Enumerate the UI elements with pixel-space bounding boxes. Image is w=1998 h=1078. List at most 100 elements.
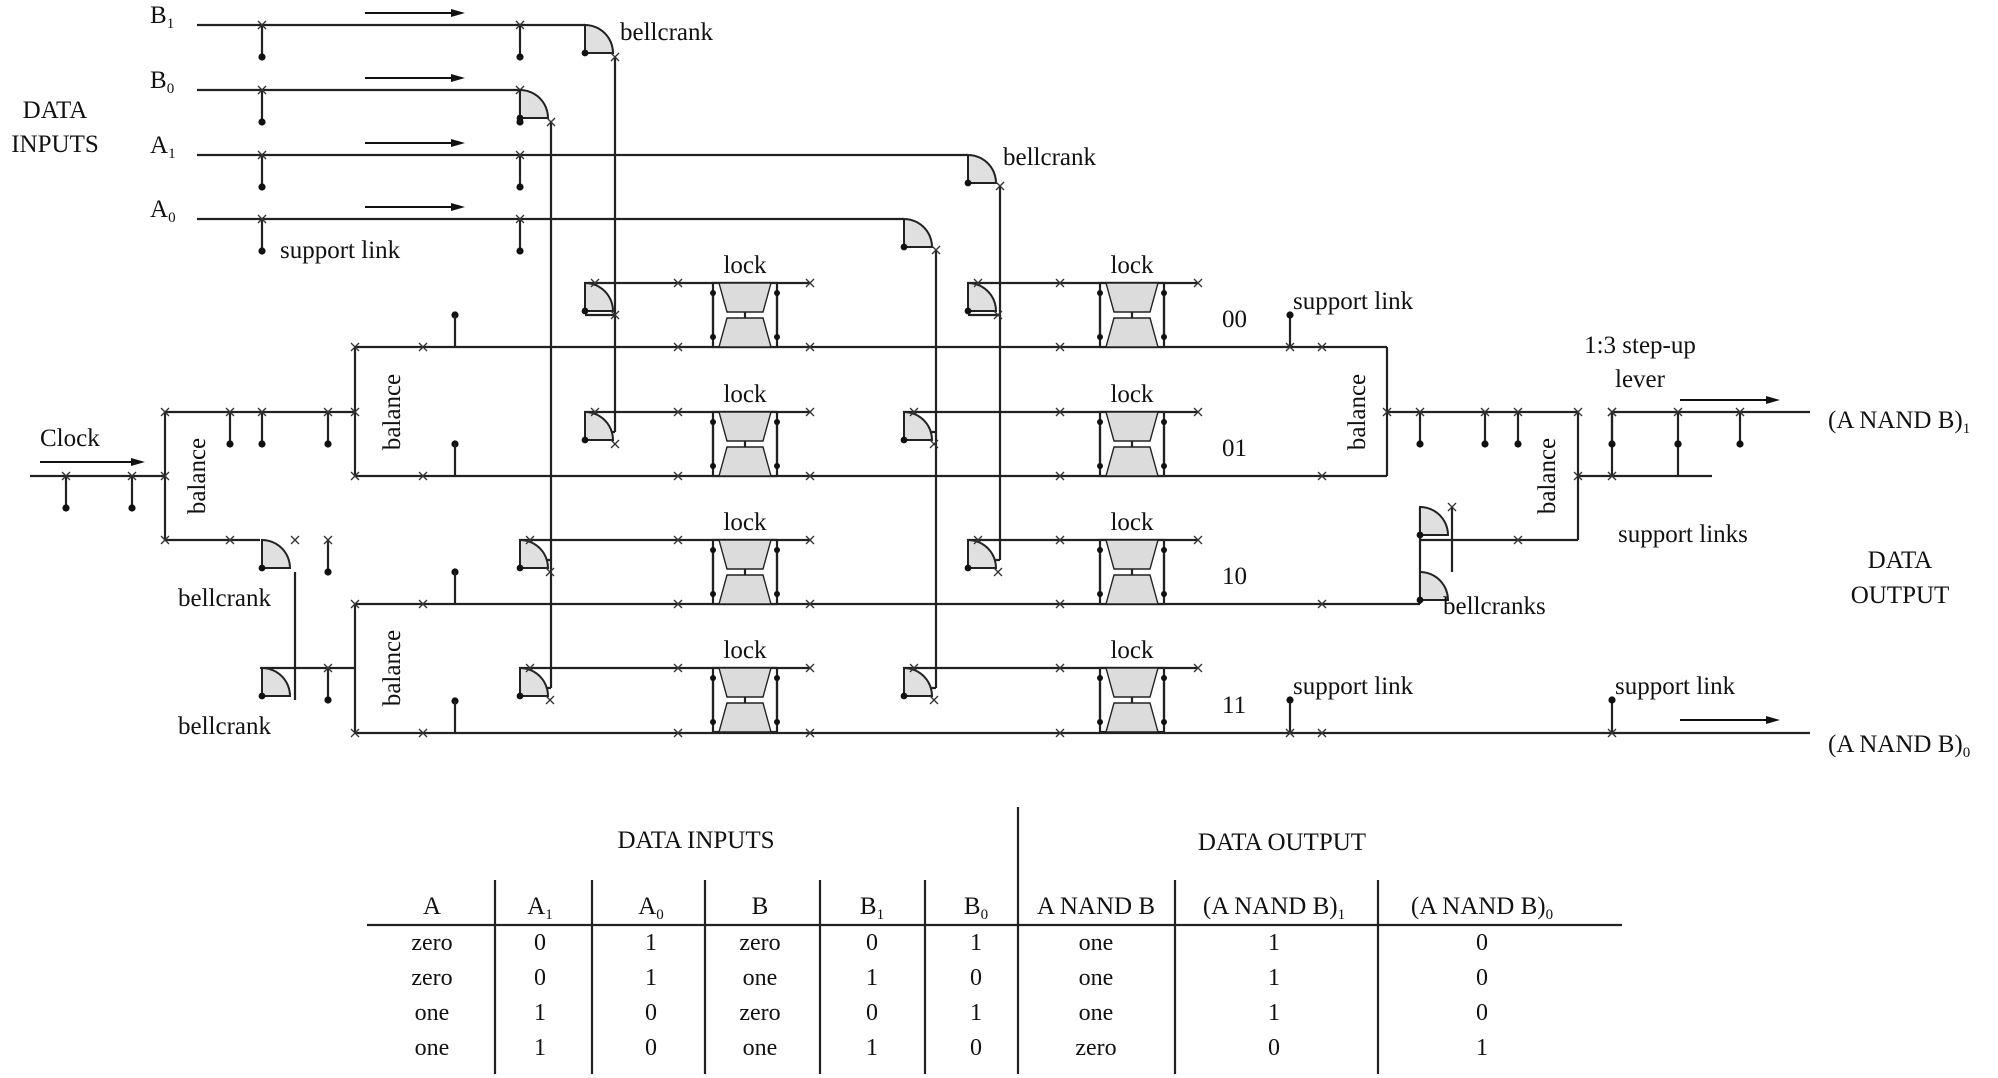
joint-mark — [805, 278, 815, 288]
table-cell: 1 — [970, 930, 982, 956]
joint-mark — [257, 20, 267, 30]
table-cell: 0 — [1476, 930, 1488, 956]
joint-mark — [805, 407, 815, 417]
joint-mark — [673, 278, 683, 288]
balance-label: balance — [1344, 374, 1371, 450]
pivot-dot — [128, 504, 136, 512]
support-link-label: support link — [280, 237, 401, 264]
bellcrank-symbol — [900, 217, 934, 251]
joint-mark — [160, 535, 170, 545]
table-header-5: B0 — [964, 893, 988, 923]
joint-mark — [673, 535, 683, 545]
bellcrank-symbol — [964, 153, 998, 187]
joint-mark — [973, 278, 983, 288]
pivot-dot — [258, 247, 266, 255]
joint-mark — [610, 52, 620, 62]
table-header-3: B — [752, 893, 769, 920]
lock-symbol — [711, 538, 779, 606]
motion-arrow — [365, 74, 465, 82]
pivot-dot — [1416, 440, 1424, 448]
joint-mark — [418, 599, 428, 609]
clock-label: Clock — [40, 425, 100, 452]
mechanism-linkages — [30, 23, 1810, 735]
bellcrank-label: bellcrank — [178, 713, 272, 740]
joint-mark — [1055, 535, 1065, 545]
joint-mark — [1480, 407, 1490, 417]
joint-mark — [1573, 471, 1583, 481]
joint-mark — [993, 310, 1003, 320]
joint-mark — [1607, 407, 1617, 417]
pivot-dot — [1286, 696, 1294, 704]
joint-mark — [929, 439, 939, 449]
output-heading-line2: OUTPUT — [1851, 582, 1950, 609]
table-cell: 1 — [534, 1035, 546, 1061]
joint-mark — [973, 535, 983, 545]
joint-mark — [418, 471, 428, 481]
joint-mark — [673, 407, 683, 417]
lock-symbol — [1098, 281, 1166, 349]
joint-mark — [1382, 407, 1392, 417]
joint-mark — [127, 471, 137, 481]
motion-arrow — [365, 139, 465, 147]
table-cell: 0 — [970, 965, 982, 991]
bellcrank-label: bellcrank — [620, 19, 714, 46]
bellcranks-label: bellcranks — [1443, 593, 1546, 620]
diagram-labels: DATAINPUTSDATAOUTPUTB1B0A1A0Clockbellcra… — [11, 2, 1970, 761]
joint-mark — [1673, 407, 1683, 417]
joint-mark — [546, 117, 556, 127]
lock-label: lock — [1110, 381, 1154, 408]
table-cell: 0 — [1476, 965, 1488, 991]
balance-label: balance — [1534, 438, 1561, 514]
joint-mark — [995, 181, 1005, 191]
lock-symbol — [1098, 538, 1166, 606]
joint-mark — [805, 535, 815, 545]
pivot-dot — [62, 504, 70, 512]
table-cell: one — [743, 965, 778, 991]
joint-mark — [590, 278, 600, 288]
bellcrank-symbol — [581, 410, 615, 444]
joint-mark — [1193, 535, 1203, 545]
joint-mark — [350, 407, 360, 417]
table-cell: one — [415, 1000, 450, 1026]
joint-mark — [1447, 502, 1457, 512]
lock-symbol — [711, 666, 779, 734]
joint-mark — [1055, 342, 1065, 352]
joint-mark — [805, 663, 815, 673]
joint-mark — [610, 310, 620, 320]
pivot-dot — [324, 440, 332, 448]
stepup-label-line2: lever — [1615, 366, 1666, 393]
joint-mark — [418, 728, 428, 738]
table-cell: 0 — [534, 930, 546, 956]
bellcrank-symbol — [581, 23, 615, 57]
table-cell: zero — [411, 930, 452, 956]
joint-mark — [323, 407, 333, 417]
table-cell: 1 — [1476, 1035, 1488, 1061]
table-cell: 1 — [534, 1000, 546, 1026]
bellcrank-symbol — [516, 88, 550, 122]
joint-mark — [350, 599, 360, 609]
table-cell: zero — [1075, 1035, 1116, 1061]
joint-mark — [993, 567, 1003, 577]
table-header-8: (A NAND B)0 — [1411, 893, 1553, 923]
table-header-6: A NAND B — [1037, 893, 1155, 920]
bellcrank-symbol — [900, 666, 934, 700]
table-cell: 0 — [970, 1035, 982, 1061]
row-label-11: 11 — [1222, 692, 1246, 719]
lock-label: lock — [723, 637, 767, 664]
table-cell: zero — [739, 930, 780, 956]
joint-mark — [160, 471, 170, 481]
joint-mark — [525, 663, 535, 673]
bellcrank-symbol — [581, 281, 615, 315]
motion-arrow — [1680, 396, 1780, 404]
joint-mark — [257, 85, 267, 95]
balance-label: balance — [379, 374, 406, 450]
joint-mark — [1317, 471, 1327, 481]
joint-mark — [515, 20, 525, 30]
joint-mark — [673, 728, 683, 738]
joint-mark — [1573, 407, 1583, 417]
pivot-dot — [1608, 440, 1616, 448]
joint-mark — [1735, 407, 1745, 417]
table-header-2: A0 — [638, 893, 664, 923]
lock-label: lock — [723, 252, 767, 279]
